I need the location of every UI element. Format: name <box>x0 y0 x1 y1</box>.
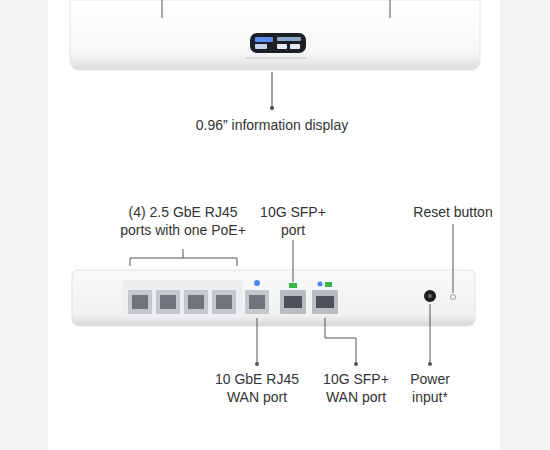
wan-indicator <box>254 280 260 286</box>
display-graphic <box>277 37 301 41</box>
rj45-port <box>188 295 204 309</box>
leader-dot <box>428 362 432 366</box>
wan-indicator <box>318 282 323 287</box>
leader-line <box>430 304 431 364</box>
leader-line <box>453 224 454 293</box>
sfp-led <box>325 282 332 287</box>
gateway-front <box>72 270 475 326</box>
leader-line <box>183 249 184 258</box>
leader-dot <box>270 106 274 110</box>
leader-dot <box>255 362 259 366</box>
sfp-port <box>284 296 302 308</box>
power-jack <box>424 290 436 302</box>
rj45-port <box>132 295 148 309</box>
port-bay <box>122 280 242 318</box>
sfp-wan-port <box>312 290 338 314</box>
reset-button <box>451 295 456 300</box>
display-graphic <box>290 44 300 49</box>
rj45-port <box>160 295 176 309</box>
leader-line <box>390 0 391 18</box>
gateway-top <box>70 0 480 70</box>
sfp-port <box>280 290 306 314</box>
display-graphic <box>255 44 267 49</box>
display-graphic <box>277 44 287 49</box>
wan-rj45-port <box>245 290 269 314</box>
power-callout: Power input* <box>401 370 459 406</box>
leader-line <box>325 318 356 364</box>
product-name-mark <box>246 57 306 59</box>
sfp-led <box>289 283 297 288</box>
leader-line <box>162 0 163 18</box>
leader-line <box>257 318 258 364</box>
leader-line <box>293 240 294 282</box>
info-display <box>250 33 306 53</box>
ports-callout: (4) 2.5 GbE RJ45 ports with one PoE+ <box>113 203 253 239</box>
display-callout: 0.96” information display <box>162 116 382 134</box>
leader-dot <box>354 362 358 366</box>
sfp-callout: 10G SFP+ port <box>257 203 329 239</box>
display-graphic <box>255 37 273 42</box>
power-jack <box>428 294 432 298</box>
wan-rj45-callout: 10 GbE RJ45 WAN port <box>211 370 303 406</box>
rj45-port <box>184 290 208 314</box>
wan-rj45-port <box>249 295 265 309</box>
rj45-port <box>212 290 236 314</box>
reset-callout: Reset button <box>405 203 501 221</box>
bracket <box>130 258 237 266</box>
sfp-wan-port <box>316 296 334 308</box>
sfp-wan-callout: 10G SFP+ WAN port <box>316 370 396 406</box>
leader-line <box>272 72 273 108</box>
rj45-port <box>128 290 152 314</box>
rj45-port <box>156 290 180 314</box>
rj45-port <box>216 295 232 309</box>
